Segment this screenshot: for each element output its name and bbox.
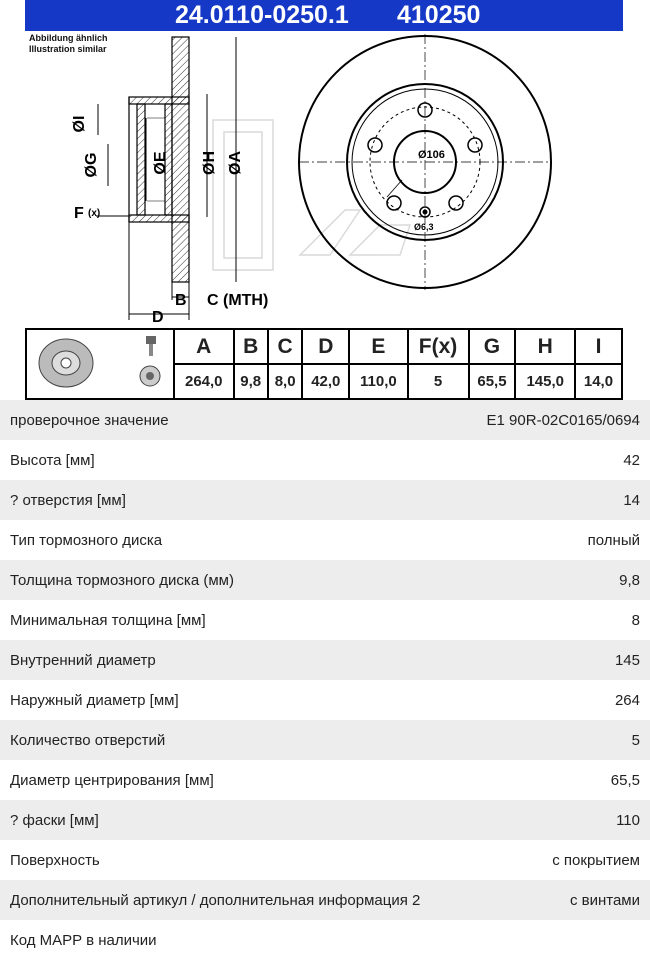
property-row: проверочное значение E1 90R-02C0165/0694 [0, 400, 650, 440]
property-row: ? фаски [мм] 110 [0, 800, 650, 840]
property-label: Высота [мм] [10, 451, 95, 469]
property-value: с покрытием [552, 851, 640, 869]
property-value: 145 [614, 651, 640, 669]
part-number: 24.0110-0250.1 [175, 1, 349, 29]
property-value: 65,5 [610, 771, 640, 789]
property-row: Код MAPP в наличии [0, 920, 650, 960]
value-c: 8,0 [266, 363, 304, 400]
property-label: Количество отверстий [10, 731, 166, 749]
label-a: ØA [227, 151, 244, 175]
label-pcd: Ø106 [418, 149, 445, 161]
label-h: ØH [201, 151, 218, 175]
label-c: C (MTH) [207, 292, 268, 309]
label-i: ØI [71, 116, 88, 133]
part-header: 24.0110-0250.1 410250 [25, 0, 623, 31]
property-label: проверочное значение [10, 411, 169, 429]
property-label: Поверхность [10, 851, 100, 869]
property-value: 14 [623, 491, 640, 509]
dimensions-table: A B C D E F(x) G H I 264,0 9,8 8,0 42,0 … [25, 328, 624, 400]
property-label: Наружный диаметр [мм] [10, 691, 179, 709]
col-header-f: F(x) [406, 328, 470, 365]
property-label: Тип тормозного диска [10, 531, 163, 549]
property-label: Диаметр центрирования [мм] [10, 771, 214, 789]
disc-cross-section [128, 36, 190, 283]
property-row: ? отверстия [мм] 14 [0, 480, 650, 520]
value-d: 42,0 [301, 363, 351, 400]
property-row: Наружный диаметр [мм] 264 [0, 680, 650, 720]
property-label: Внутренний диаметр [10, 651, 156, 669]
label-b: B [175, 292, 187, 309]
property-row: Количество отверстий 5 [0, 720, 650, 760]
property-value: 5 [631, 731, 640, 749]
watermark-logo [212, 119, 412, 271]
value-g: 65,5 [467, 363, 517, 400]
property-row: Высота [мм] 42 [0, 440, 650, 480]
label-d: D [152, 309, 164, 326]
value-b: 9,8 [232, 363, 269, 400]
dimension-lines [96, 37, 237, 320]
property-label: Дополнительный артикул / дополнительная … [10, 891, 421, 909]
col-header-h: H [514, 328, 576, 365]
property-row: Минимальная толщина [мм] 8 [0, 600, 650, 640]
col-header-e: E [348, 328, 409, 365]
caption-english: Illustration similar [29, 44, 107, 54]
property-value: 264 [614, 691, 640, 709]
value-e: 110,0 [348, 363, 409, 400]
property-row: Толщина тормозного диска (мм) 9,8 [0, 560, 650, 600]
value-f: 5 [406, 363, 470, 400]
col-header-a: A [173, 328, 235, 365]
brake-disc-drawing: ØI ØG ØE ØH ØA F (x) B C (MTH) D Ø106 Ø6… [71, 34, 552, 326]
property-value: 8 [631, 611, 640, 629]
value-h: 145,0 [514, 363, 576, 400]
label-fx: (x) [88, 208, 100, 219]
label-f: F [74, 205, 84, 222]
property-row: Внутренний диаметр 145 [0, 640, 650, 680]
property-value: E1 90R-02C0165/0694 [486, 411, 640, 429]
col-header-c: C [266, 328, 304, 365]
property-row: Поверхность с покрытием [0, 840, 650, 880]
property-row: Диаметр центрирования [мм] 65,5 [0, 760, 650, 800]
value-i: 14,0 [573, 363, 624, 400]
label-g: ØG [83, 153, 100, 178]
label-e: ØE [152, 151, 169, 174]
caption-german: Abbildung ähnlich [29, 33, 108, 43]
disc-thumbnail-icon [38, 336, 161, 388]
disc-thumbnail-cell [25, 328, 175, 400]
col-header-d: D [301, 328, 351, 365]
col-header-g: G [467, 328, 517, 365]
property-label: ? отверстия [мм] [10, 491, 126, 509]
property-value: 42 [623, 451, 640, 469]
value-a: 264,0 [173, 363, 235, 400]
col-header-i: I [573, 328, 624, 365]
label-hole: Ø6,3 [414, 222, 434, 232]
property-row: Тип тормозного диска полный [0, 520, 650, 560]
property-label: Толщина тормозного диска (мм) [10, 571, 234, 589]
property-value: 110 [616, 811, 640, 829]
disc-front-view [298, 34, 552, 290]
property-label: ? фаски [мм] [10, 811, 99, 829]
reference-number: 410250 [397, 1, 481, 29]
property-label: Код MAPP в наличии [10, 931, 157, 949]
property-value: полный [587, 531, 640, 549]
property-value: с винтами [569, 891, 640, 909]
property-row: Дополнительный артикул / дополнительная … [0, 880, 650, 920]
property-label: Минимальная толщина [мм] [10, 611, 206, 629]
property-value: 9,8 [619, 571, 640, 589]
col-header-b: B [232, 328, 269, 365]
